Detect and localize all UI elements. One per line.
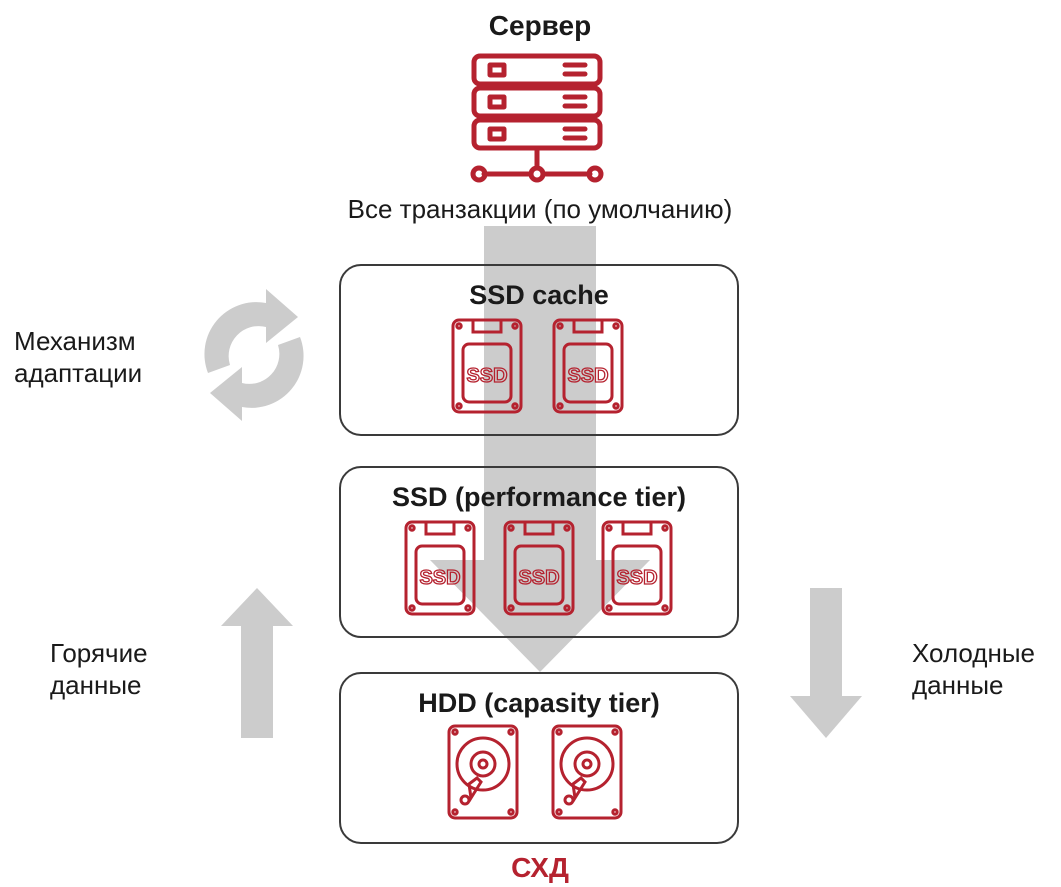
cold-data-line1: Холодные — [912, 638, 1035, 668]
ssd-drive-icon: SSD — [451, 318, 523, 414]
tier-ssd-performance: SSD (performance tier) — [339, 466, 739, 638]
tier-ssd-cache: SSD cache — [339, 264, 739, 436]
hot-data-up-arrow — [221, 588, 293, 738]
hot-data-line1: Горячие — [50, 638, 148, 668]
adaptation-label: Механизм адаптации — [14, 325, 184, 389]
hot-data-label: Горячие данные — [50, 637, 220, 701]
storage-system-label: СХД — [511, 852, 569, 883]
ssd-drive-label: SSD — [616, 567, 657, 589]
cold-data-line2: данные — [912, 670, 1004, 700]
tier-hdd-capacity: HDD (capasity tier) — [339, 672, 739, 844]
tier-ssd-cache-title: SSD cache — [469, 280, 609, 310]
hot-data-line2: данные — [50, 670, 142, 700]
adaptation-line1: Механизм — [14, 326, 136, 356]
ssd-drive-icon: SSD — [552, 318, 624, 414]
tier-ssd-performance-title: SSD (performance tier) — [391, 482, 687, 512]
hdd-drive-icon — [447, 724, 519, 820]
ssd-drive-label: SSD — [567, 365, 608, 387]
flow-label: Все транзакции (по умолчанию) — [347, 194, 733, 224]
ssd-drive-icon: SSD — [404, 520, 476, 616]
cold-data-label: Холодные данные — [912, 637, 1057, 701]
refresh-cycle-icon — [204, 289, 304, 421]
cold-data-down-arrow — [790, 588, 862, 738]
ssd-drive-label: SSD — [518, 567, 559, 589]
ssd-drive-icon: SSD — [503, 520, 575, 616]
adaptation-line2: адаптации — [14, 358, 143, 388]
tier-hdd-capacity-title: HDD (capasity tier) — [418, 688, 660, 718]
server-title: Сервер — [488, 10, 592, 41]
server-icon — [470, 53, 604, 183]
ssd-drive-icon: SSD — [601, 520, 673, 616]
hdd-drive-icon — [551, 724, 623, 820]
ssd-drive-label: SSD — [419, 567, 460, 589]
ssd-drive-label: SSD — [466, 365, 507, 387]
